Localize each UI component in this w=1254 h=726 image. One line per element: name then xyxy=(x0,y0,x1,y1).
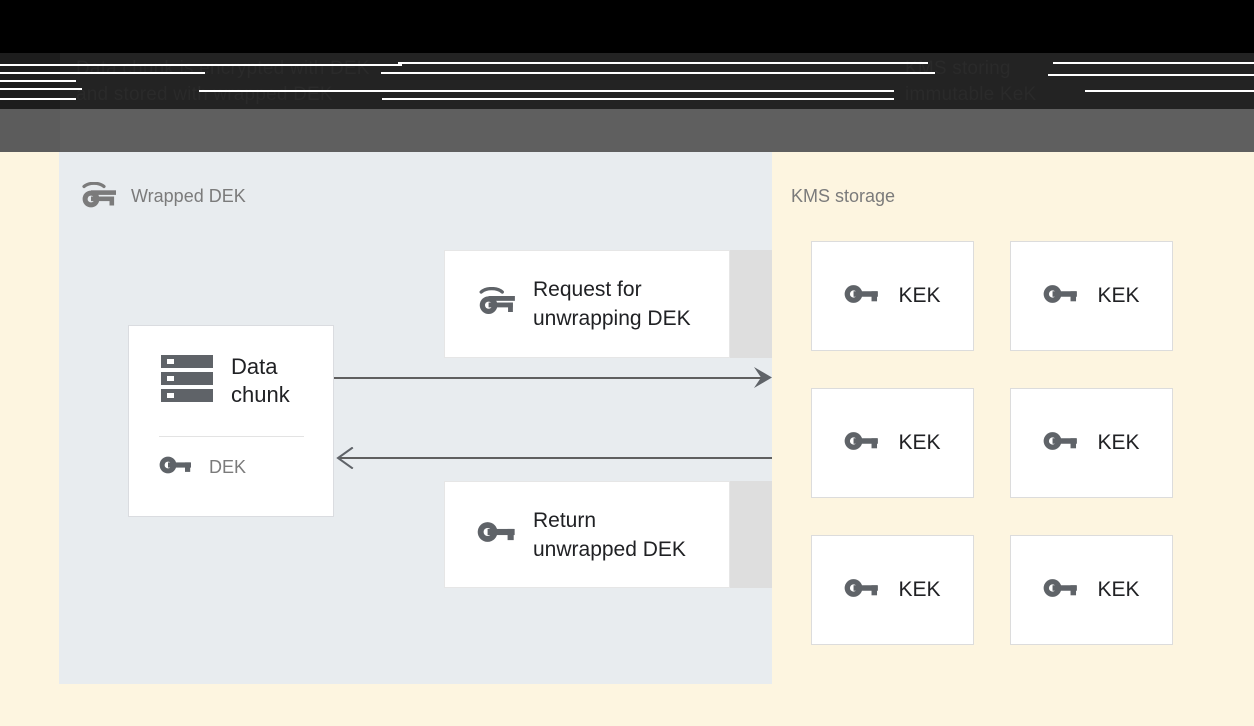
scanline-artifact xyxy=(0,98,76,100)
scanline-artifact xyxy=(1048,74,1254,76)
request-arrow-head-icon xyxy=(752,366,774,395)
scanline-artifact xyxy=(1053,62,1254,64)
kek-label: KEK xyxy=(898,578,941,601)
key-icon xyxy=(1043,576,1079,605)
scanline-artifact xyxy=(0,64,402,66)
wrapped-key-icon xyxy=(477,286,517,322)
kek-card[interactable]: KEK xyxy=(811,388,974,498)
data-chunk-header: Data chunk xyxy=(129,326,333,409)
chrome-band-black xyxy=(0,0,1254,53)
data-chunk-dek-row: DEK xyxy=(159,454,246,481)
chrome-band-gray-left xyxy=(0,109,60,152)
kms-storage-panel-title: KMS storage xyxy=(791,186,896,206)
key-icon xyxy=(1043,282,1079,311)
scanline-artifact xyxy=(0,88,82,90)
key-icon xyxy=(844,282,880,311)
request-arrow xyxy=(334,377,764,379)
scanline-artifact xyxy=(382,98,894,100)
request-unwrapping-dek-label: Request for unwrapping DEK xyxy=(533,278,691,330)
key-icon xyxy=(844,576,880,605)
key-icon xyxy=(159,454,193,481)
return-unwrapped-dek-card[interactable]: Return unwrapped DEK xyxy=(444,481,730,588)
return-card-extension xyxy=(730,481,772,588)
kek-label: KEK xyxy=(1097,284,1140,307)
scanline-artifact xyxy=(381,72,935,74)
data-chunk-dek-label: DEK xyxy=(209,457,247,477)
request-unwrapping-dek-card[interactable]: Request for unwrapping DEK xyxy=(444,250,730,358)
kek-card[interactable]: KEK xyxy=(1010,388,1173,498)
server-storage-icon xyxy=(159,352,215,409)
chrome-heading-left: Data chunk is encrypted with DEK and sto… xyxy=(76,58,370,105)
data-chunk-label: Data chunk xyxy=(231,353,290,407)
key-icon xyxy=(477,519,517,550)
kek-label: KEK xyxy=(1097,431,1140,454)
kek-card[interactable]: KEK xyxy=(811,241,974,351)
chrome-band-gray xyxy=(0,109,1254,152)
scanline-artifact xyxy=(0,72,205,74)
data-chunk-divider xyxy=(159,436,304,437)
kek-card[interactable]: KEK xyxy=(811,535,974,645)
kek-label: KEK xyxy=(1097,578,1140,601)
return-arrow-head-icon xyxy=(334,446,354,474)
wrapped-dek-panel-title: Wrapped DEK xyxy=(131,186,246,206)
return-unwrapped-dek-label: Return unwrapped DEK xyxy=(533,508,686,561)
scanline-artifact xyxy=(0,80,76,82)
kek-grid: KEK KEK KEK xyxy=(811,241,1173,651)
wrapped-key-icon xyxy=(80,181,118,215)
scanline-artifact xyxy=(1085,90,1254,92)
kek-label: KEK xyxy=(898,431,941,454)
kek-label: KEK xyxy=(898,284,941,307)
key-icon xyxy=(1043,429,1079,458)
request-card-extension xyxy=(730,250,772,358)
key-icon xyxy=(844,429,880,458)
kek-card[interactable]: KEK xyxy=(1010,535,1173,645)
data-chunk-card[interactable]: Data chunk DEK xyxy=(128,325,334,517)
scanline-artifact xyxy=(398,62,928,64)
return-arrow xyxy=(340,457,772,459)
scanline-artifact xyxy=(199,90,894,92)
kek-card[interactable]: KEK xyxy=(1010,241,1173,351)
